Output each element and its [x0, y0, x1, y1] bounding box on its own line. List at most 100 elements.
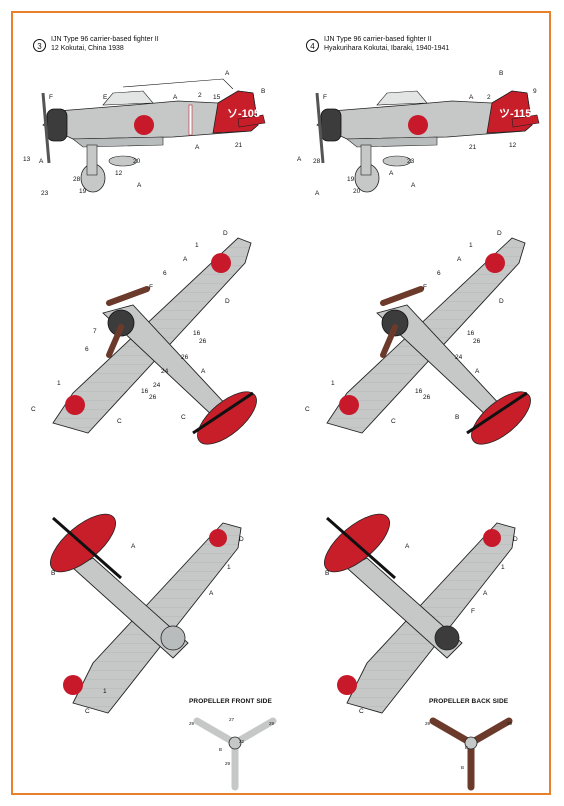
- callout-label: C: [31, 406, 36, 413]
- callout-label: 9: [533, 88, 537, 95]
- callout-label: B: [455, 414, 459, 421]
- callout-label: 19: [347, 176, 355, 183]
- callout-label: B: [51, 570, 55, 577]
- callout-label: C: [359, 708, 364, 715]
- tail-plane: [471, 391, 531, 445]
- hinomaru-marking: [65, 395, 85, 415]
- callout-label: A: [411, 182, 416, 189]
- callout-label: F: [423, 284, 427, 291]
- callout-label: A: [315, 190, 320, 197]
- profile-number-badge: 3: [33, 39, 46, 52]
- callout-label: D: [497, 230, 502, 237]
- callout-label: B: [219, 747, 222, 752]
- engine-cowling: [434, 625, 460, 651]
- propeller-front-caption: PROPELLER FRONT SIDE: [189, 698, 272, 705]
- instruction-sheet: 3 IJN Type 96 carrier-based fighter II 1…: [11, 11, 551, 795]
- engine-cowling: [46, 108, 68, 142]
- callout-label: A: [201, 368, 206, 375]
- callout-label: D: [499, 298, 504, 305]
- tail-plane: [197, 391, 257, 445]
- callout-label: 27: [229, 717, 235, 722]
- callout-label: 2: [198, 92, 202, 99]
- top-view-2: [326, 237, 531, 445]
- callout-label: C: [85, 708, 90, 715]
- engine-cowling: [320, 108, 342, 142]
- callout-label: A: [297, 156, 302, 163]
- callout-label: A: [173, 94, 178, 101]
- callout-label: 6: [85, 346, 89, 353]
- callout-label: 21: [235, 142, 243, 149]
- hinomaru-marking: [483, 529, 501, 547]
- callout-label: 21: [469, 144, 477, 151]
- callout-label: 29: [225, 761, 231, 766]
- callout-label: 20: [353, 188, 361, 195]
- callout-label: 1: [103, 688, 107, 695]
- callout-label: D: [223, 230, 228, 237]
- callout-label: C: [117, 418, 122, 425]
- callout-label: 29: [507, 721, 513, 726]
- callout-label: 15: [213, 94, 221, 101]
- hinomaru-marking: [209, 529, 227, 547]
- bottom-view-2: [324, 513, 516, 714]
- hinomaru-marking: [408, 115, 428, 135]
- callout-label: A: [131, 543, 136, 550]
- callout-label: D: [239, 536, 244, 543]
- callout-label: A: [405, 543, 410, 550]
- profile-title: IJN Type 96 carrier-based fighter II: [324, 36, 432, 43]
- callout-label: 26: [181, 354, 189, 361]
- propeller-back: [429, 717, 513, 791]
- callout-label: 19: [79, 188, 87, 195]
- callout-label: A: [183, 256, 188, 263]
- callout-label: C: [181, 414, 186, 421]
- callout-label: 26: [149, 394, 157, 401]
- callout-label: A: [209, 590, 214, 597]
- callout-label: 6: [163, 270, 167, 277]
- callout-label: A: [225, 70, 230, 77]
- engine-cowling: [107, 309, 135, 337]
- tail-code: ツ-115: [499, 108, 531, 120]
- propeller-front: [193, 717, 277, 791]
- callout-label: D: [513, 536, 518, 543]
- callout-label: 20: [133, 158, 141, 165]
- callout-label: B: [261, 88, 265, 95]
- callout-label: A: [475, 368, 480, 375]
- callout-label: 13: [23, 156, 31, 163]
- callout-label: B: [461, 765, 464, 770]
- hinomaru-marking: [134, 115, 154, 135]
- callout-label: 12: [115, 170, 123, 177]
- callout-label: 24: [161, 368, 169, 375]
- callout-label: F: [323, 94, 327, 101]
- callout-label: A: [39, 158, 44, 165]
- callout-label: B: [325, 570, 329, 577]
- callout-label: 1: [469, 242, 473, 249]
- callout-label: 26: [473, 338, 481, 345]
- callout-label: 1: [57, 380, 61, 387]
- side-profile-2: ツ-115: [315, 90, 540, 193]
- callout-label: 16: [141, 388, 149, 395]
- callout-label: 1: [227, 564, 231, 571]
- callout-label: C: [305, 406, 310, 413]
- hinomaru-marking: [63, 675, 83, 695]
- profile-subtitle: 12 Kokutai, China 1938: [51, 45, 124, 52]
- callout-label: A: [389, 170, 394, 177]
- callout-label: 23: [407, 158, 415, 165]
- callout-label: 28: [73, 176, 81, 183]
- callout-label: 22: [239, 739, 245, 744]
- callout-label: A: [195, 144, 200, 151]
- callout-label: A: [457, 256, 462, 263]
- callout-label: 29: [425, 721, 431, 726]
- aircraft-artwork: ソ-105 ツ-115: [23, 70, 540, 791]
- callout-label: 1: [331, 380, 335, 387]
- top-view-1: [52, 237, 257, 445]
- callout-label: 2: [487, 94, 491, 101]
- hinomaru-marking: [339, 395, 359, 415]
- hinomaru-marking: [337, 675, 357, 695]
- engine-cowling: [381, 309, 409, 337]
- callout-label: 1: [195, 242, 199, 249]
- tail-code: ソ-105: [227, 108, 260, 120]
- callout-label: A: [469, 94, 474, 101]
- callout-label: 26: [423, 394, 431, 401]
- callout-label: 23: [41, 190, 49, 197]
- callout-label: 29: [269, 721, 275, 726]
- callout-label: 7: [93, 328, 97, 335]
